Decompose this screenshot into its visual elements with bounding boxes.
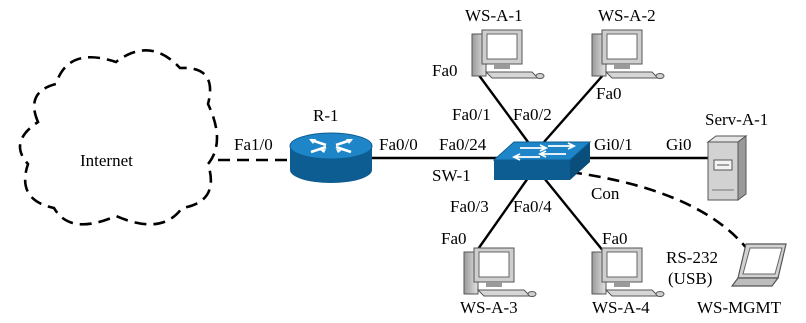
ws1-nic: Fa0 [432, 61, 458, 80]
ws3-name: WS-A-3 [460, 298, 518, 317]
switch-if-ws1: Fa0/1 [452, 105, 491, 124]
laptop-icon [730, 243, 787, 287]
ws4-name: WS-A-4 [592, 298, 650, 317]
workstation-icon-3 [463, 247, 537, 297]
switch-name: SW-1 [432, 166, 471, 185]
switch-if-console: Con [591, 184, 620, 203]
laptop-name: WS-MGMT [697, 298, 782, 317]
ws1-name: WS-A-1 [465, 6, 523, 25]
console-cable-label-2: (USB) [668, 269, 712, 288]
link-switch-ws1 [477, 73, 529, 143]
link-switch-ws4 [543, 177, 605, 253]
internet-label: Internet [80, 151, 133, 170]
switch-if-router: Fa0/24 [439, 135, 487, 154]
link-switch-ws3 [475, 177, 529, 253]
workstation-icon-4 [591, 247, 665, 297]
internet-cloud [18, 49, 219, 226]
router-icon [289, 132, 373, 183]
workstation-icon-1 [471, 29, 545, 79]
switch-if-ws4: Fa0/4 [513, 197, 552, 216]
ws2-nic: Fa0 [596, 84, 622, 103]
server-name: Serv-A-1 [705, 110, 768, 129]
link-switch-console [569, 170, 750, 251]
switch-if-ws2: Fa0/2 [513, 105, 552, 124]
link-switch-ws2 [543, 73, 605, 143]
router-if-internet: Fa1/0 [234, 135, 273, 154]
router-if-switch: Fa0/0 [379, 135, 418, 154]
switch-if-server: Gi0/1 [594, 135, 633, 154]
ws2-name: WS-A-2 [598, 6, 656, 25]
switch-if-ws3: Fa0/3 [450, 197, 489, 216]
ws4-nic: Fa0 [602, 229, 628, 248]
server-icon [706, 135, 748, 201]
ws3-nic: Fa0 [441, 229, 467, 248]
switch-icon [492, 141, 592, 180]
server-nic: Gi0 [666, 135, 692, 154]
router-name: R-1 [313, 106, 339, 125]
console-cable-label-1: RS-232 [666, 248, 718, 267]
workstation-icon-2 [591, 29, 665, 79]
